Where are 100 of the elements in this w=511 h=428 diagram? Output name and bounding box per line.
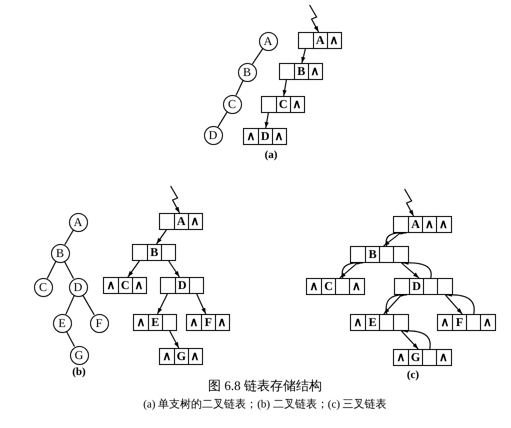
arrow: [339, 262, 358, 278]
root-pointer-arrow: [404, 188, 414, 216]
record-value: ∧: [330, 33, 339, 48]
record-box: [159, 348, 204, 365]
record-box: [306, 278, 365, 295]
panel-label: (c): [406, 369, 420, 381]
tree-node-circle: G: [70, 346, 88, 364]
record-value: ∧: [352, 279, 362, 294]
arrow: [156, 230, 167, 244]
parent-pointer-arrow: [386, 230, 406, 246]
record-value: B: [297, 64, 306, 79]
tree-node-circle: C: [34, 278, 52, 296]
record-box: [159, 213, 204, 230]
tree-node-circle: B: [238, 62, 256, 82]
record-value: A: [176, 214, 186, 229]
parent-pointer-arrow: [386, 292, 407, 314]
figure-caption: (a) 单支树的二叉链表；(b) 二叉链表；(c) 三叉链表: [143, 398, 387, 412]
parent-pointer-arrow: [342, 260, 363, 278]
record-box: [243, 128, 288, 145]
tree-edge: [46, 261, 56, 279]
record-box: [394, 278, 453, 295]
tree-node-circle: A: [68, 212, 88, 232]
record-value: G: [176, 349, 186, 364]
record-value: C: [120, 278, 130, 293]
record-box: [133, 314, 178, 331]
tree-edge: [82, 294, 95, 316]
tree-edge: [66, 331, 76, 347]
record-value: ∧: [246, 129, 256, 144]
tree-node-circle: D: [204, 126, 222, 144]
record-value: E: [151, 315, 160, 330]
arrow: [168, 260, 180, 278]
record-value: ∧: [439, 217, 448, 232]
record-value: ∧: [218, 315, 227, 330]
arrow: [383, 294, 402, 314]
record-value: ∧: [190, 214, 200, 229]
record-box: [393, 216, 452, 233]
figure-title: 图 6.8 链表存储结构: [208, 377, 322, 395]
arrow: [445, 294, 463, 314]
record-value: D: [260, 129, 270, 144]
tree-node-circle: D: [68, 278, 88, 296]
record-box: [132, 244, 176, 261]
record-value: D: [412, 279, 421, 294]
record-box: [393, 349, 452, 366]
tree-node-circle: C: [222, 94, 242, 114]
record-value: ∧: [189, 315, 198, 330]
parent-pointer-arrow: [402, 328, 431, 350]
record-box: [350, 314, 409, 331]
record-box: [261, 96, 306, 113]
tree-edge: [252, 48, 264, 64]
record-value: ∧: [439, 350, 448, 365]
record-box: [350, 246, 409, 263]
record-value: C: [324, 279, 333, 294]
tree-node-circle: F: [90, 314, 108, 332]
record-box: [279, 63, 324, 80]
arrow: [301, 48, 306, 64]
panel-label: (a): [264, 149, 278, 161]
record-box: [103, 277, 148, 294]
record-box: [298, 32, 342, 49]
record-value: A: [411, 217, 420, 232]
tree-node-circle: A: [258, 32, 278, 50]
record-value: ∧: [190, 349, 200, 364]
record-value: C: [278, 97, 288, 112]
tree-node-circle: B: [50, 244, 70, 262]
record-value: D: [178, 278, 187, 293]
arrow: [196, 294, 206, 314]
record-value: ∧: [440, 315, 450, 330]
tree-edge: [65, 295, 75, 315]
root-pointer-arrow: [170, 186, 180, 214]
record-box: [437, 314, 496, 331]
record-value: F: [456, 315, 464, 330]
record-value: ∧: [310, 279, 319, 294]
arrow: [401, 262, 420, 278]
record-value: ∧: [274, 129, 284, 144]
tree-node-circle: E: [52, 314, 72, 332]
record-value: ∧: [106, 278, 116, 293]
record-value: G: [410, 350, 420, 365]
record-value: ∧: [483, 315, 492, 330]
record-value: ∧: [162, 349, 172, 364]
parent-pointer-arrow: [446, 292, 475, 314]
record-box: [160, 277, 204, 294]
arrow: [282, 80, 287, 96]
tree-edge: [218, 112, 228, 128]
record-value: ∧: [396, 350, 406, 365]
record-value: ∧: [310, 64, 320, 79]
record-value: B: [150, 245, 158, 260]
record-value: ∧: [354, 315, 363, 330]
record-value: E: [368, 315, 377, 330]
tree-edge: [64, 261, 74, 279]
arrow: [169, 330, 180, 348]
record-value: ∧: [134, 278, 144, 293]
record-value: A: [316, 33, 325, 48]
record-value: ∧: [136, 315, 146, 330]
arrow: [264, 112, 269, 128]
arrow: [157, 294, 168, 314]
parent-pointer-arrow: [402, 260, 432, 278]
record-value: ∧: [292, 97, 302, 112]
arrow: [401, 330, 419, 350]
record-value: ∧: [425, 217, 434, 232]
record-value: F: [204, 315, 212, 330]
tree-edge: [64, 230, 74, 246]
